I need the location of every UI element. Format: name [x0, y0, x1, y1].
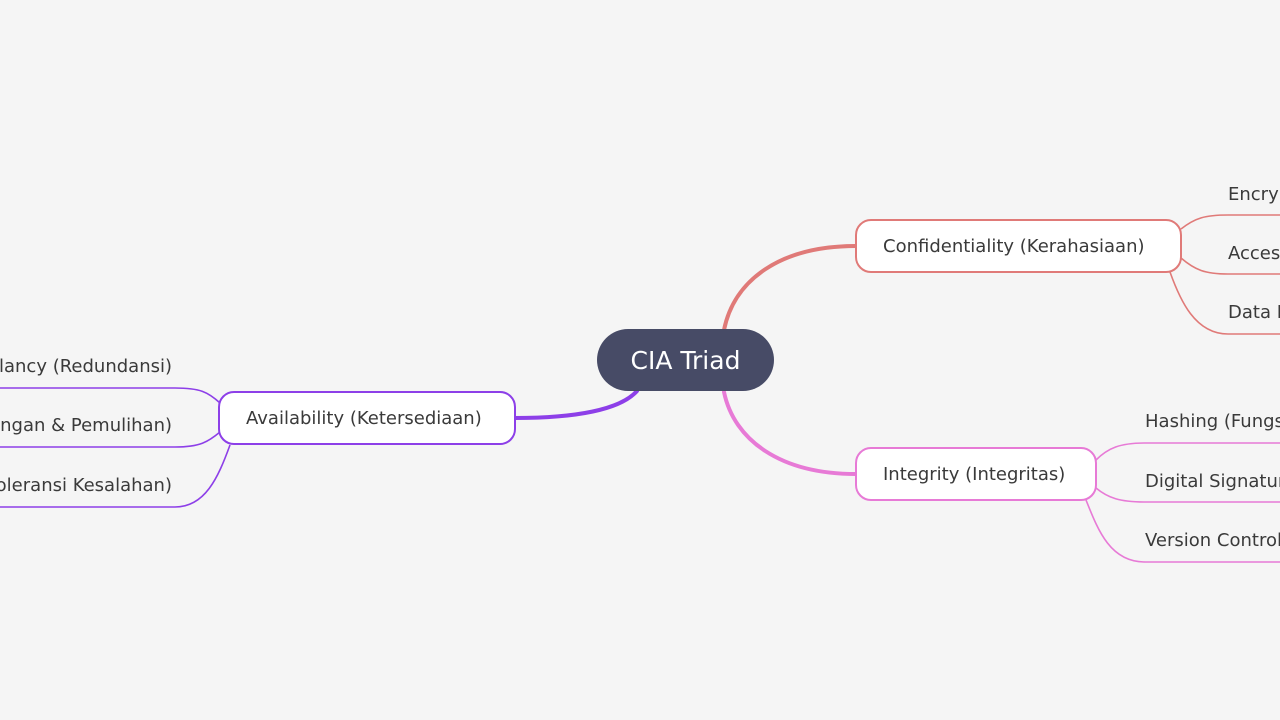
leaf-availability-2[interactable]: ngan & Pemulihan)	[0, 411, 172, 439]
branch-availability[interactable]: Availability (Ketersediaan)	[218, 391, 516, 445]
leaf-confidentiality-1[interactable]: Encry	[1228, 180, 1279, 208]
leaf-label: Encry	[1228, 183, 1279, 205]
leaf-integrity-3[interactable]: Version Control	[1145, 526, 1280, 554]
leaf-label: Version Control	[1145, 529, 1280, 551]
connector-root-integrity	[722, 390, 858, 476]
connector-integrity-leaf-2	[1095, 487, 1280, 503]
leaf-label: ngan & Pemulihan)	[0, 414, 172, 436]
leaf-confidentiality-2[interactable]: Access	[1228, 239, 1280, 267]
branch-confidentiality[interactable]: Confidentiality (Kerahasiaan)	[855, 219, 1182, 273]
connector-integrity-leaf-3	[1085, 499, 1280, 563]
leaf-availability-1[interactable]: lancy (Redundansi)	[0, 352, 172, 380]
leaf-label: Digital Signatur	[1145, 470, 1280, 492]
leaf-label: oleransi Kesalahan)	[0, 474, 172, 496]
leaf-label: lancy (Redundansi)	[0, 355, 172, 377]
leaf-label: Hashing (Fungs	[1145, 410, 1280, 432]
connector-availability-leaf-2	[0, 431, 221, 448]
leaf-availability-3[interactable]: oleransi Kesalahan)	[0, 471, 172, 499]
connector-confidentiality-leaf-2	[1180, 257, 1280, 275]
leaf-label: Data M	[1228, 301, 1280, 323]
leaf-label: Access	[1228, 242, 1280, 264]
leaf-confidentiality-3[interactable]: Data M	[1228, 298, 1280, 326]
branch-availability-label: Availability (Ketersediaan)	[246, 407, 482, 429]
leaf-integrity-1[interactable]: Hashing (Fungs	[1145, 407, 1280, 435]
connector-integrity-leaf-1	[1095, 442, 1280, 461]
connector-root-confidentiality	[722, 244, 858, 332]
branch-integrity[interactable]: Integrity (Integritas)	[855, 447, 1097, 501]
root-node[interactable]: CIA Triad	[597, 329, 774, 391]
root-label: CIA Triad	[630, 345, 741, 375]
connector-confidentiality-leaf-3	[1169, 271, 1280, 335]
branch-confidentiality-label: Confidentiality (Kerahasiaan)	[883, 235, 1145, 257]
leaf-integrity-2[interactable]: Digital Signatur	[1145, 467, 1280, 495]
branch-integrity-label: Integrity (Integritas)	[883, 463, 1066, 485]
connector-root-availability	[513, 389, 639, 420]
connector-availability-leaf-1	[0, 387, 221, 404]
connector-availability-leaf-3	[0, 444, 231, 508]
connector-confidentiality-leaf-1	[1180, 214, 1280, 230]
